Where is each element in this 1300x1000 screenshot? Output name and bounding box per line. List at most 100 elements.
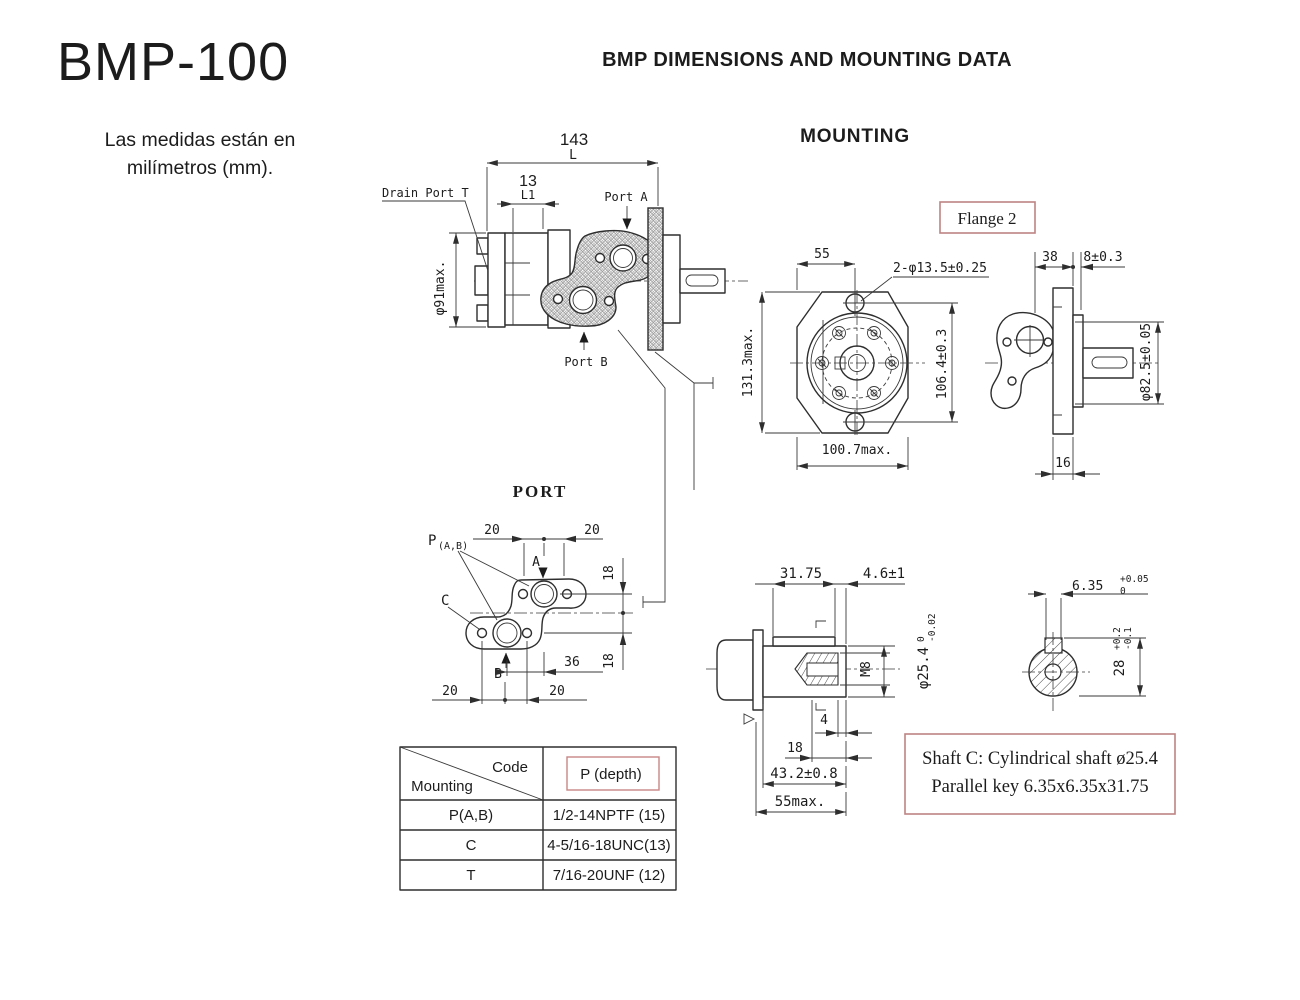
dim-bolt-spacing: 106.4±0.3: [935, 329, 950, 399]
label-b: B: [494, 667, 502, 682]
ext-lines-18s: [811, 700, 847, 762]
port-b-hole: [568, 285, 598, 315]
dim-20-br: 20: [549, 684, 565, 699]
dim-shaft-dia-sup: 0: [916, 636, 927, 642]
mounting-face: [752, 629, 764, 711]
ext-lines-height: [765, 291, 820, 434]
port-a-circle-inner: [534, 584, 554, 604]
ext-lines-36: [506, 652, 545, 676]
dim-16: 16: [1055, 456, 1071, 471]
drain-port-boss: [474, 265, 489, 296]
dim-point: [542, 537, 546, 541]
dim-20-bl: 20: [442, 684, 458, 699]
dim-20-tr: 20: [584, 523, 600, 538]
flange-plate: [796, 291, 909, 434]
ext-lines-20-top: [523, 543, 565, 576]
dim-L1: L1: [521, 188, 535, 202]
label-p: P: [428, 533, 436, 549]
port-bracket: [990, 312, 1054, 410]
port-bolt-hole: [517, 588, 529, 600]
port-a-label: Port A: [604, 190, 648, 204]
front-body: [662, 234, 681, 324]
row-mounting: P(A,B): [449, 807, 493, 824]
row-thread: 1/2-14NPTF (15): [553, 807, 666, 824]
dim-thread: M8: [859, 661, 874, 677]
page-title: BMP-100: [57, 32, 289, 92]
leader-to-port-view: [617, 329, 666, 608]
ext-lines-L1: [512, 208, 544, 232]
ext-lines-38: [1034, 252, 1074, 313]
table-header-mounting: Mounting: [411, 778, 473, 795]
bracket-bolt-hole: [1043, 337, 1053, 347]
arrows-16: [1041, 470, 1085, 478]
shaft-keyway: [685, 274, 719, 287]
section-key: [1044, 637, 1063, 654]
dim-38: 38: [1042, 250, 1058, 265]
dim-20-tl: 20: [484, 523, 500, 538]
front-view-crosshair: [790, 290, 925, 437]
arrows-key-width: [1034, 590, 1073, 598]
flange-bar-steps: [1053, 306, 1062, 416]
dim-shaft-dia-sub: -0.02: [927, 613, 938, 642]
output-shaft: [679, 268, 726, 294]
mount-hole-top-cross: [843, 291, 868, 316]
dim-key-end: 4.6±1: [863, 566, 905, 582]
arrow-8: [1081, 263, 1093, 271]
ext-lines-top: [772, 588, 847, 644]
c-leader: [447, 606, 480, 630]
flange-label: Flange 2: [957, 209, 1016, 228]
port-face-bolt-hole: [603, 295, 615, 307]
label-a: A: [532, 555, 540, 570]
bracket-bolt-hole: [1007, 376, 1017, 386]
dim-key-width-sup: +0.05: [1120, 574, 1149, 585]
row-mounting: C: [466, 837, 477, 854]
ext-lines-18: [544, 593, 632, 634]
dim-143: 143: [560, 130, 588, 149]
dim-L: L: [569, 148, 577, 163]
thread-table: Code Mounting P (depth) P(A,B) 1/2-14NPT…: [399, 746, 677, 891]
dim-8: 8±0.3: [1083, 250, 1122, 265]
port-face-bolt-hole: [552, 293, 564, 305]
row-thread: 4-5/16-18UNC(13): [547, 837, 670, 854]
dim-total: 55max.: [775, 794, 826, 810]
units-note-line2: milímetros (mm).: [127, 157, 273, 179]
table-header-code: Code: [492, 759, 528, 776]
dim-55: 55: [814, 247, 830, 262]
dim-18-upper: 18: [602, 565, 617, 581]
port-b-label: Port B: [564, 355, 607, 369]
label-c: C: [441, 593, 449, 609]
end-cap: [487, 232, 506, 328]
table-grid: [400, 747, 676, 890]
mount-hole-bottom-cross: [843, 410, 868, 435]
port-bolt-hole: [521, 627, 533, 639]
table-header-diagonal: [399, 746, 544, 801]
flange-hub: [1072, 314, 1084, 408]
dim-key-width-sub: 0: [1120, 586, 1126, 597]
dim-18-lower: 18: [602, 653, 617, 669]
section-crosshair: [1022, 632, 1090, 712]
dim-length: 43.2±0.8: [770, 766, 837, 782]
mounting-side-view: 38 8±0.3 φ82.5±0.05 16: [985, 250, 1164, 480]
flange-bar: [1052, 287, 1074, 435]
dim-36: 36: [564, 655, 580, 670]
shaft-detail-view: 31.75 4.6±1 M8 φ25.4 0 -0.02 4 18 43.2±0…: [706, 566, 938, 816]
ext-lines-20-bottom: [481, 641, 528, 704]
table-border: [399, 746, 677, 891]
ext-lines-pilot: [1075, 321, 1164, 405]
ext-lines-shaft-dia: [848, 645, 895, 698]
note-box-border: [904, 733, 1176, 815]
ext-lines-length: [762, 704, 847, 788]
side-shaft: [1082, 347, 1134, 379]
mounting-title: MOUNTING: [800, 126, 910, 147]
arrows-4: [826, 729, 858, 737]
depth-highlight-box: [566, 756, 660, 791]
ext-lines-key-width: [1045, 598, 1062, 640]
parallel-key: [772, 636, 836, 647]
dim-pilot: φ82.5±0.05: [1139, 323, 1154, 401]
ext-lines-bolt-spacing: [866, 302, 958, 423]
datum-triangle: [743, 713, 756, 725]
table-header-depth: P (depth): [580, 766, 641, 783]
motor-body: [504, 232, 549, 326]
ext-lines-4: [837, 700, 847, 737]
